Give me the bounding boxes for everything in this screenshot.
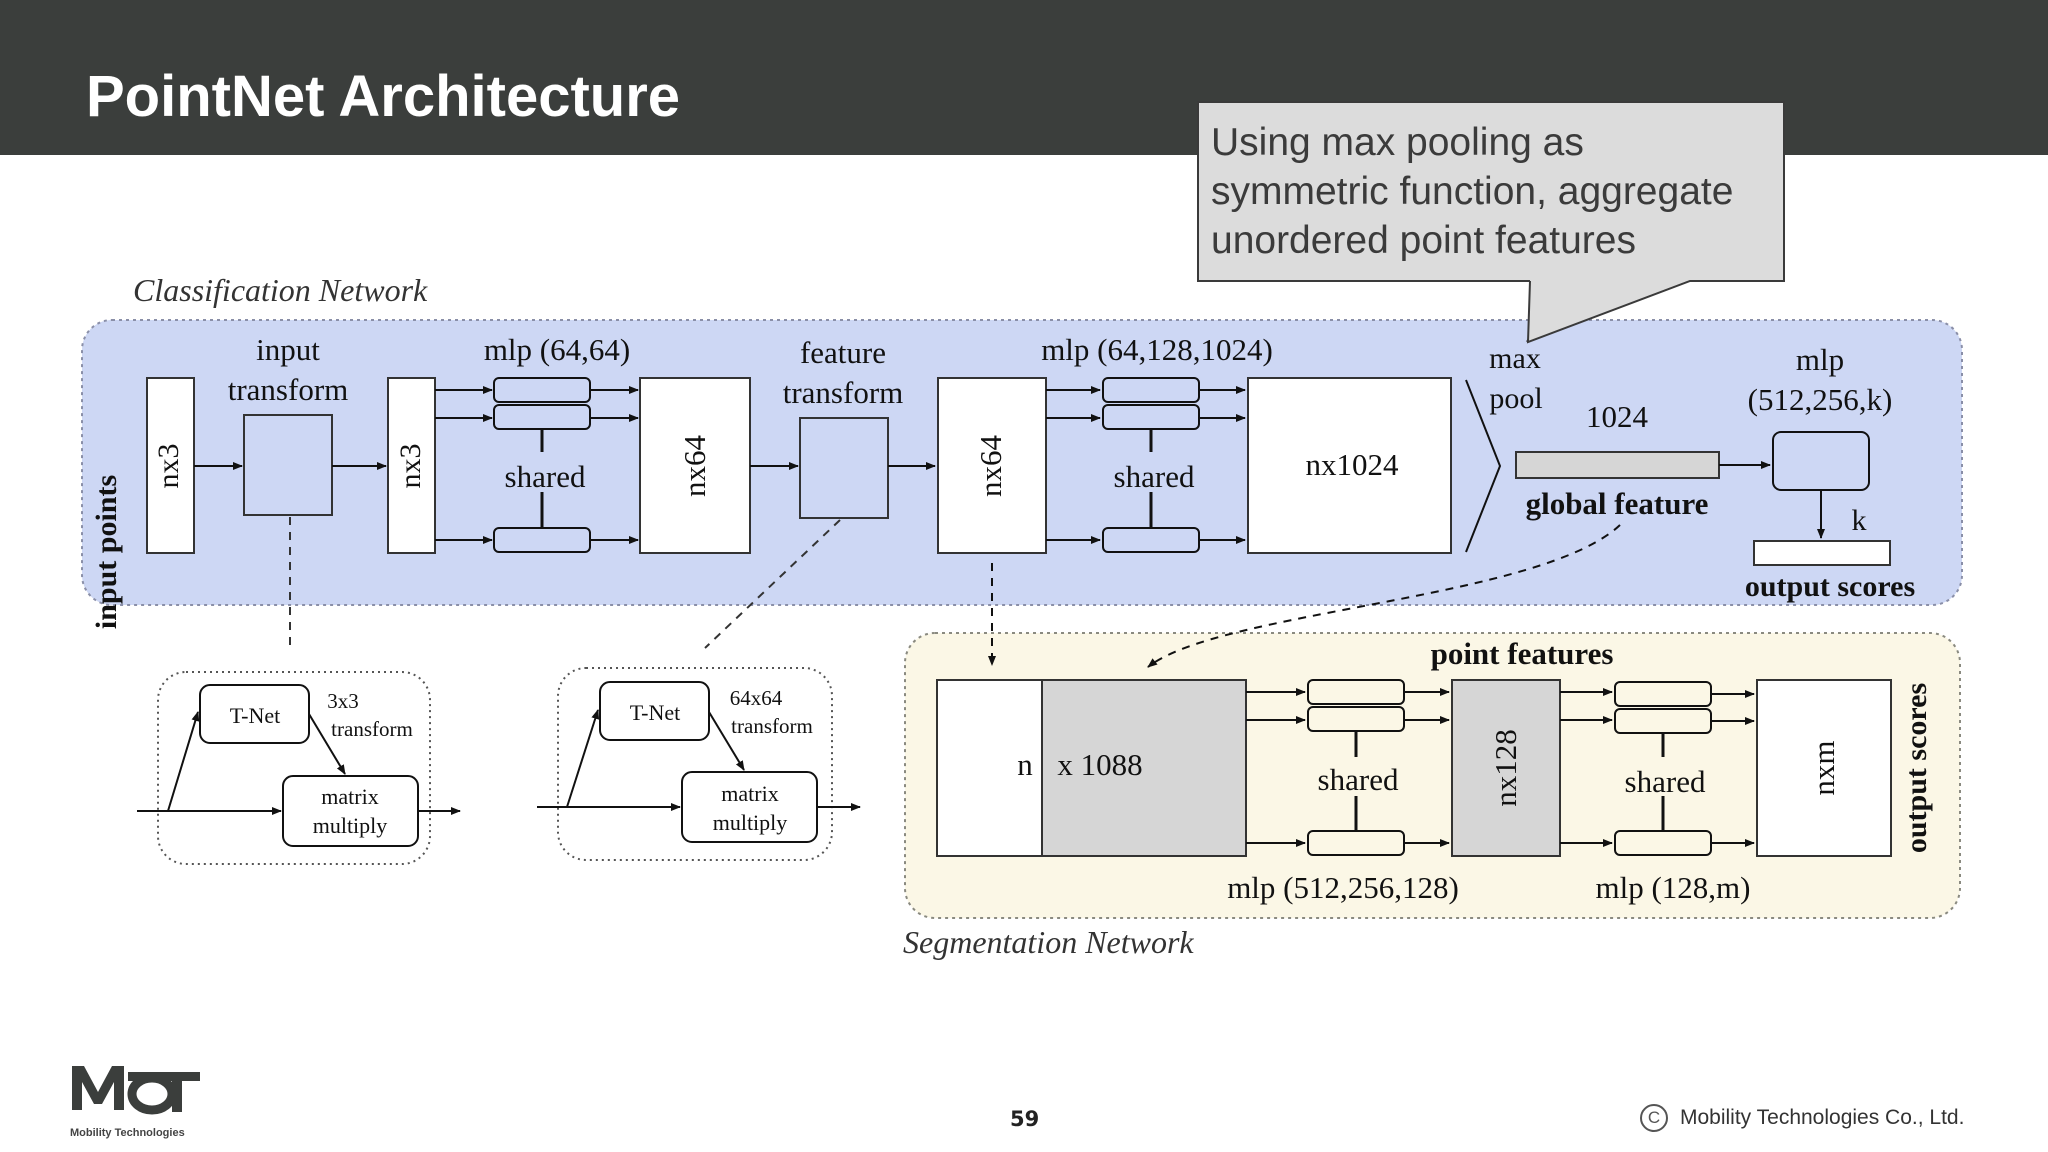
tnet2-transform-2: transform: [731, 714, 813, 738]
nx128-box: [1451, 679, 1561, 857]
company-logo: [72, 1066, 200, 1115]
copyright: C Mobility Technologies Co., Ltd.: [1640, 1104, 1964, 1132]
callout-text: Using max pooling as symmetric function,…: [1211, 118, 1781, 265]
max-label: max: [1489, 342, 1541, 375]
seg-mlp1-neuron-1: [1307, 679, 1405, 705]
tnet2-box: [599, 681, 710, 741]
mlp2-neuron-2: [1102, 404, 1200, 430]
nx3-box-b: [387, 377, 436, 554]
segmentation-network-title: Segmentation Network: [903, 924, 1194, 960]
seg-mlp2-label: mlp (128,m): [1596, 870, 1751, 905]
tnet2-label: T-Net: [630, 700, 681, 725]
global-feature-bar: [1515, 451, 1720, 479]
k-label: k: [1852, 504, 1867, 537]
output-scores-label: output scores: [1745, 570, 1915, 603]
nx1024-label: nx1024: [1306, 447, 1400, 482]
pool-label: pool: [1489, 382, 1542, 415]
slide-title: PointNet Architecture: [86, 64, 681, 129]
mlp1-label: mlp (64,64): [484, 332, 630, 367]
nx64-box-b: [937, 377, 1047, 554]
x1088-label: x 1088: [1057, 747, 1142, 782]
max-pool-triangle: [1465, 379, 1502, 553]
nx64-box-a: [639, 377, 751, 554]
seg-output-scores-label: output scores: [1900, 683, 1933, 853]
nx128-label: nx128: [1488, 729, 1523, 807]
feature-transform-box: [799, 417, 889, 519]
global-feature-label: global feature: [1526, 486, 1709, 521]
n-label: n: [1017, 747, 1033, 782]
feature-transform-label-2: transform: [783, 375, 904, 410]
seg-mlp1-neuron-2: [1307, 706, 1405, 732]
mlp3-label-2: (512,256,k): [1748, 382, 1893, 417]
dim-1024-label: 1024: [1586, 399, 1649, 434]
seg-shared2-label: shared: [1625, 764, 1706, 799]
seg-mlp1-neuron-3: [1307, 830, 1405, 856]
tnet1-panel: [157, 671, 431, 865]
nx64-label-b: nx64: [973, 435, 1008, 498]
tnet1-matrix-1: matrix: [321, 784, 378, 809]
mlp3-label-1: mlp: [1796, 342, 1844, 377]
input-transform-box: [243, 414, 333, 516]
company-name: Mobility Technologies Co., Ltd.: [1680, 1106, 1965, 1129]
classification-network-title: Classification Network: [133, 272, 428, 308]
nx3-box-a: [146, 377, 195, 554]
tnet2-transform-1: 64x64: [730, 686, 783, 710]
seg-mlp2-neuron-2: [1614, 708, 1712, 734]
mlp1-neuron-3: [493, 527, 591, 553]
callout-line-1: Using max pooling as: [1211, 121, 1584, 164]
copyright-icon: C: [1640, 1104, 1668, 1132]
nx64-label-a: nx64: [677, 435, 712, 498]
n-box: [936, 679, 1043, 857]
feature-transform-label-1: feature: [800, 335, 886, 370]
callout-box: [1197, 101, 1785, 282]
tnet1-label: T-Net: [230, 703, 281, 728]
point-features-label: point features: [1431, 636, 1614, 671]
page-number: 59: [1010, 1107, 1040, 1131]
tnet2-matrix-2: multiply: [713, 810, 788, 835]
x1088-box: [1041, 679, 1247, 857]
input-transform-label-2: transform: [228, 372, 349, 407]
nxm-box: [1756, 679, 1892, 857]
mlp2-shared-label: shared: [1114, 459, 1195, 494]
seg-mlp2-neuron-3: [1614, 830, 1712, 856]
mlp1-neuron-2: [493, 404, 591, 430]
tnet1-transform-1: 3x3: [327, 689, 359, 713]
callout-line-3: unordered point features: [1211, 219, 1636, 262]
logo-subtext: Mobility Technologies: [70, 1127, 185, 1139]
seg-shared1-label: shared: [1318, 762, 1399, 797]
callout-line-2: symmetric function, aggregate: [1211, 170, 1734, 213]
input-points-label: input points: [90, 475, 123, 629]
mlp2-label: mlp (64,128,1024): [1041, 332, 1273, 367]
seg-mlp2-neuron-1: [1614, 681, 1712, 707]
nx3-label-b: nx3: [394, 444, 427, 489]
mlp3-box: [1772, 431, 1870, 491]
nx1024-box: [1247, 377, 1452, 554]
nxm-label: nxm: [1806, 740, 1841, 795]
input-transform-label-1: input: [256, 332, 320, 367]
mlp1-shared-label: shared: [505, 459, 586, 494]
seg-mlp1-label: mlp (512,256,128): [1227, 870, 1459, 905]
tnet1-matrix-2: multiply: [313, 813, 388, 838]
nx3-label-a: nx3: [152, 444, 185, 489]
tnet2-matrix-1: matrix: [721, 781, 778, 806]
output-scores-bar: [1753, 540, 1891, 566]
mlp2-neuron-3: [1102, 527, 1200, 553]
tnet2-panel: [557, 667, 833, 861]
tnet1-transform-2: transform: [331, 717, 413, 741]
callout-pointer-overlay: [1526, 280, 1691, 344]
